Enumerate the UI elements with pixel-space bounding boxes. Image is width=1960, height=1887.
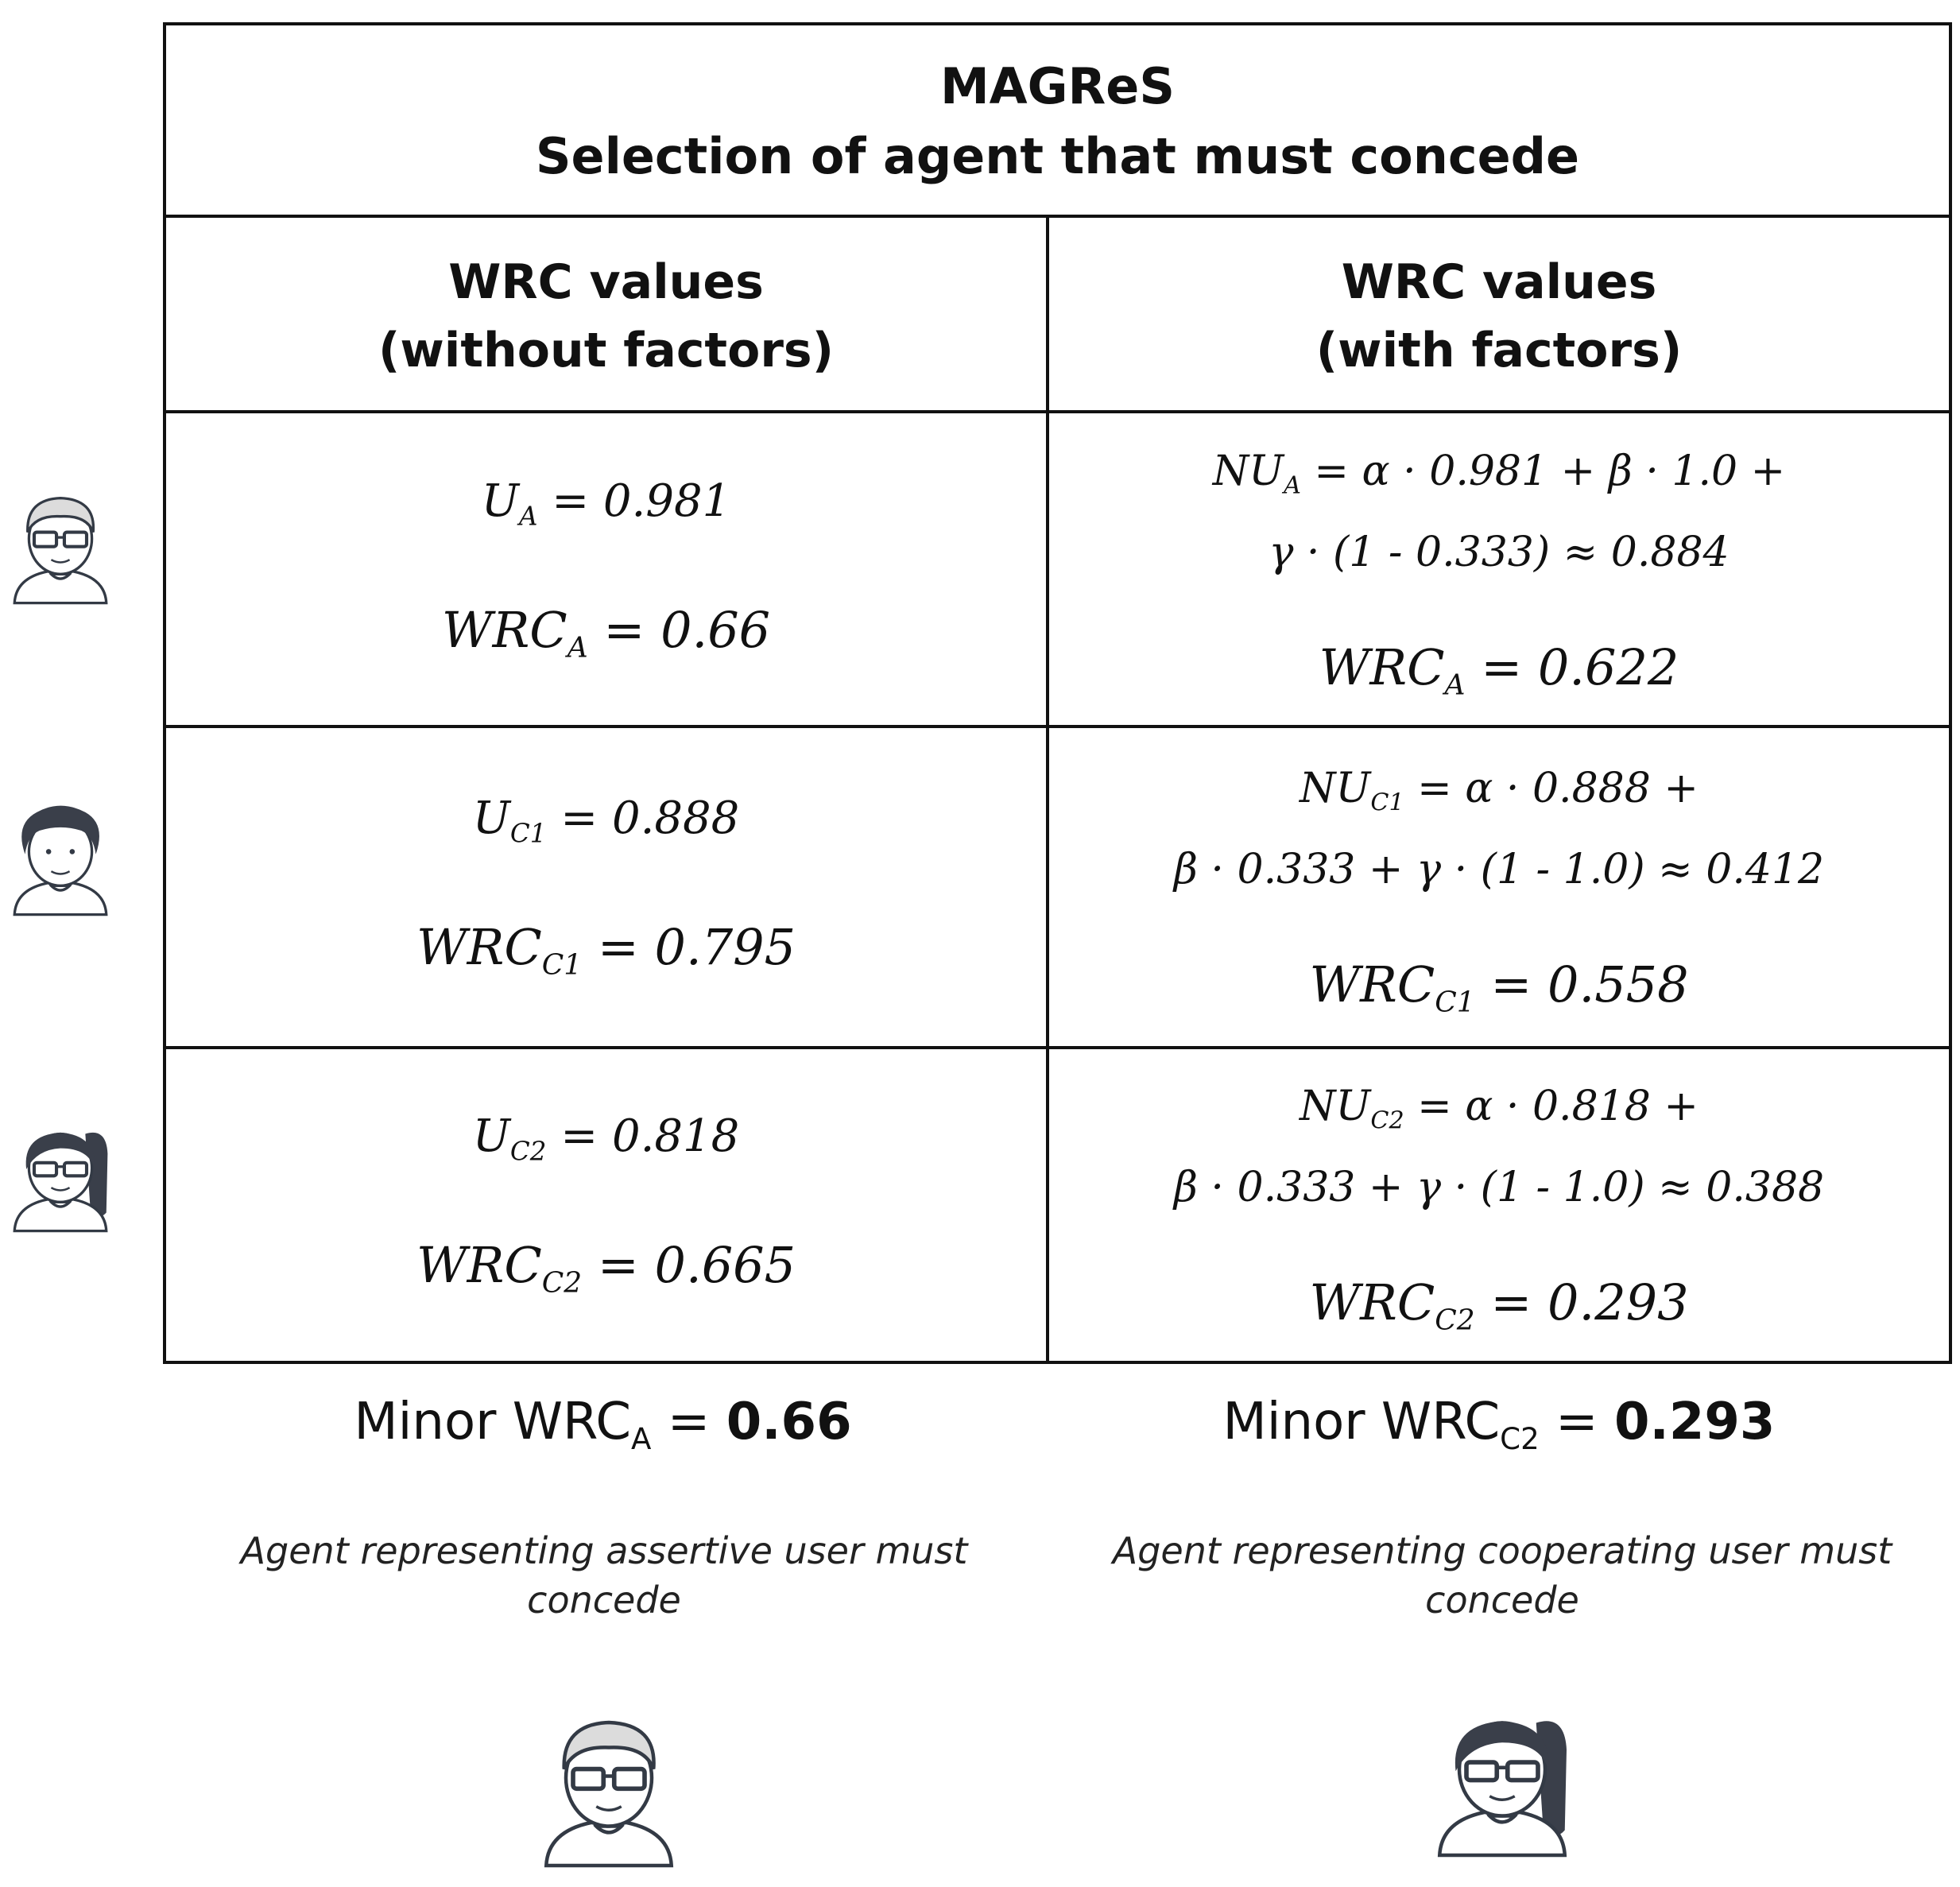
assertive-concede-note: Agent representing assertive user must c… (240, 1529, 968, 1622)
cell-agent-c2-with-factors: NUC2 = α · 0.818 + β · 0.333 + γ · (1 - … (1049, 1049, 1949, 1361)
curly-hair-avatar-icon (13, 804, 108, 916)
wrc-value: WRCA = 0.66 (441, 601, 771, 665)
cell-agent-c2-without-factors: UC2 = 0.818 WRCC2 = 0.665 (166, 1049, 1046, 1361)
man-glasses-avatar-icon (8, 474, 113, 617)
divider (166, 725, 1949, 728)
column-header-line: (with factors) (1315, 323, 1683, 378)
wrc-value: WRCA = 0.622 (1319, 638, 1679, 703)
table-title: MAGReS Selection of agent that must conc… (166, 25, 1949, 218)
column-header-line: WRC values (448, 254, 764, 310)
cell-agent-a-with-factors: NUA = α · 0.981 + β · 1.0 + γ · (1 - 0.3… (1049, 415, 1949, 725)
divider (166, 1046, 1949, 1049)
cell-agent-c1-with-factors: NUC1 = α · 0.888 + β · 0.333 + γ · (1 - … (1049, 728, 1949, 1046)
column-header-with-factors: WRC values (with factors) (1049, 221, 1949, 412)
u-value: UC2 = 0.818 (472, 1110, 740, 1167)
divider (166, 410, 1949, 413)
title-line-1: MAGReS (939, 57, 1175, 115)
column-header-line: (without factors) (378, 323, 835, 378)
man-glasses-avatar-icon (537, 1693, 680, 1881)
wrc-value: WRCC2 = 0.293 (1309, 1273, 1689, 1338)
concession-table: MAGReS Selection of agent that must conc… (163, 22, 1952, 1364)
wrc-value: WRCC2 = 0.665 (416, 1236, 796, 1300)
woman-ponytail-glasses-avatar-icon (1431, 1672, 1574, 1881)
woman-ponytail-glasses-avatar-icon (8, 1095, 113, 1251)
minor-wrc-without-factors: Minor WRCA = 0.66 (354, 1393, 852, 1456)
u-value: UA = 0.981 (481, 475, 731, 532)
minor-wrc-with-factors: Minor WRCC2 = 0.293 (1222, 1393, 1776, 1456)
nu-formula: NUC2 = α · 0.818 + β · 0.333 + γ · (1 - … (1173, 1082, 1825, 1212)
u-value: UC1 = 0.888 (472, 792, 740, 849)
cell-agent-a-without-factors: UA = 0.981 WRCA = 0.66 (166, 415, 1046, 725)
title-line-2: Selection of agent that must concede (535, 127, 1580, 185)
column-divider (1046, 218, 1049, 1361)
divider (166, 215, 1949, 218)
column-header-line: WRC values (1341, 254, 1657, 310)
wrc-value: WRCC1 = 0.795 (416, 918, 796, 982)
column-header-without-factors: WRC values (without factors) (166, 221, 1046, 412)
nu-formula: NUA = α · 0.981 + β · 1.0 + γ · (1 - 0.3… (1212, 447, 1786, 577)
cooperating-concede-note: Agent representing cooperating user must… (1112, 1529, 1892, 1622)
cell-agent-c1-without-factors: UC1 = 0.888 WRCC1 = 0.795 (166, 728, 1046, 1046)
nu-formula: NUC1 = α · 0.888 + β · 0.333 + γ · (1 - … (1173, 764, 1825, 894)
wrc-value: WRCC1 = 0.558 (1309, 955, 1689, 1020)
